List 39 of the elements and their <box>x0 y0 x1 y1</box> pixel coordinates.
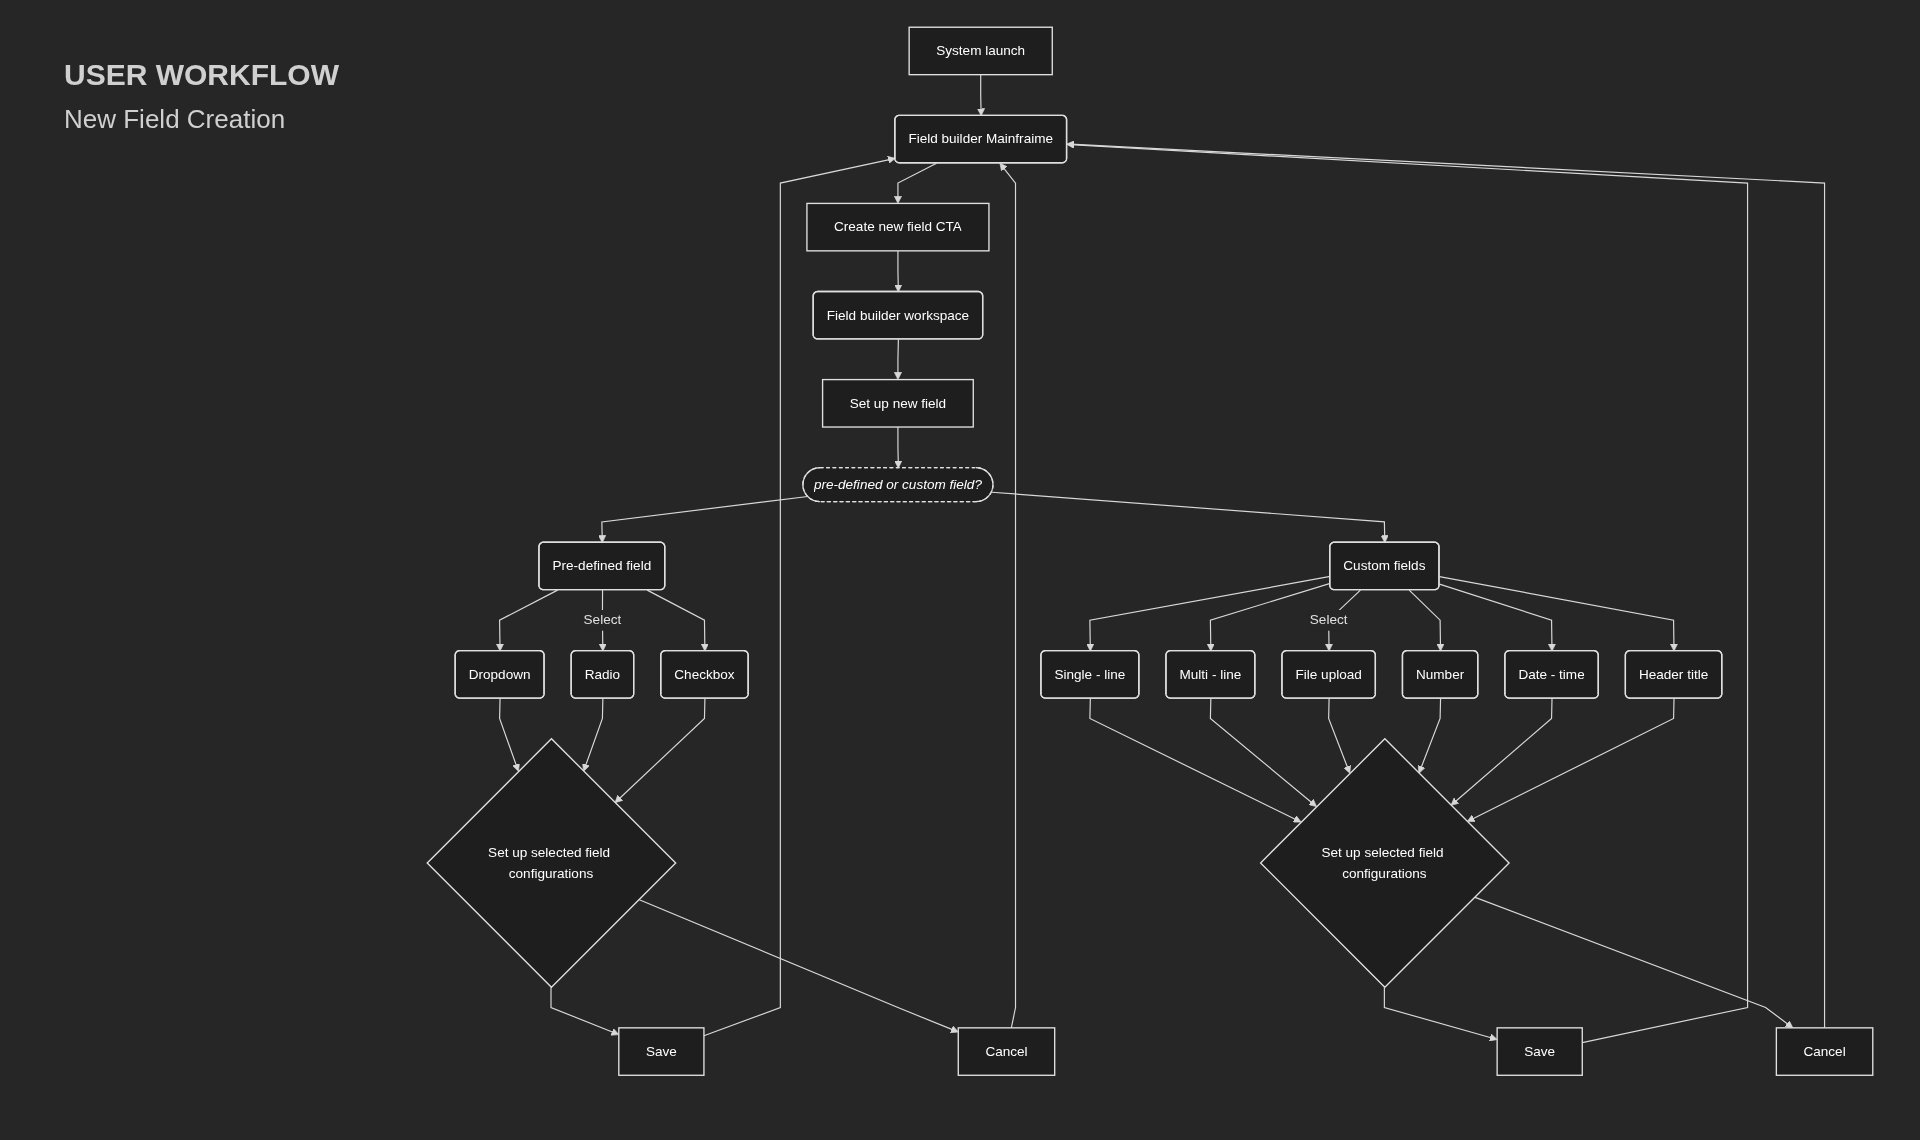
diagram-title: USER WORKFLOW <box>64 58 339 92</box>
arrow <box>1328 697 1351 774</box>
arrow <box>703 156 896 1037</box>
arrow <box>1383 986 1498 1042</box>
arrow <box>1408 589 1445 652</box>
node-diamond: Set up selected field configurations <box>1259 737 1511 989</box>
edge-label: Select <box>583 611 622 628</box>
arrow <box>1473 896 1794 1029</box>
arrow <box>1089 697 1302 823</box>
arrow <box>1438 576 1678 652</box>
node-box: Save <box>618 1027 705 1076</box>
arrow <box>1417 697 1442 774</box>
arrow <box>1450 697 1553 806</box>
arrow <box>1209 697 1317 807</box>
arrow <box>614 697 706 804</box>
edge-label: Select <box>1309 611 1348 628</box>
node-box: Save <box>1496 1027 1583 1076</box>
node-box: System launch <box>908 26 1053 76</box>
arrow <box>894 250 903 293</box>
arrow <box>1438 583 1556 652</box>
node-box: Cancel <box>1775 1027 1874 1076</box>
arrow <box>991 491 1389 544</box>
node-box: Set up new field <box>821 378 974 428</box>
node-box: Create new field CTA <box>806 202 990 252</box>
arrow <box>893 338 902 380</box>
arrow <box>646 589 709 652</box>
arrow <box>894 426 903 469</box>
arrow <box>499 697 520 772</box>
arrow <box>977 74 985 117</box>
node-box: Cancel <box>957 1027 1056 1076</box>
node-diamond: Set up selected field configurations <box>426 737 677 989</box>
arrow <box>495 589 559 652</box>
arrow <box>582 697 604 772</box>
arrow <box>638 898 959 1033</box>
arrow <box>1466 697 1675 822</box>
arrow <box>893 162 938 204</box>
arrow <box>999 162 1017 1029</box>
arrow <box>598 495 809 544</box>
subtitle: New Field Creation <box>64 104 287 135</box>
